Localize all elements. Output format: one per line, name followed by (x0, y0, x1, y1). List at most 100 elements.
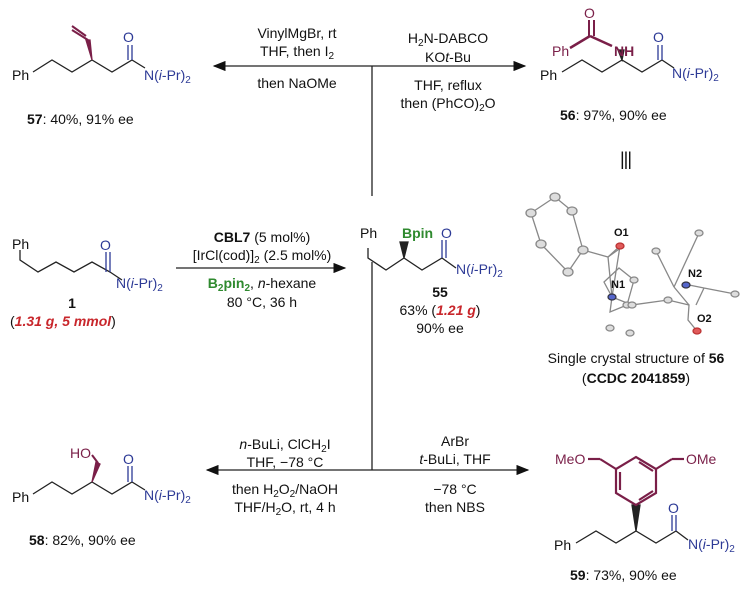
text: N( (456, 261, 471, 277)
text: /NaOH (295, 481, 339, 497)
text: -Pr) (689, 65, 714, 81)
crystal-caption: Single crystal structure of 56 (548, 351, 725, 365)
text: (2.5 mol%) (259, 247, 332, 263)
compound-58-label: 58: 82%, 90% ee (29, 533, 136, 547)
text: ( (10, 313, 15, 329)
atom-o: O (100, 237, 111, 253)
cond-main-boron: B2pin2, n-hexane (207, 275, 317, 294)
text: N( (144, 67, 159, 83)
arrow-bottom (205, 262, 530, 476)
subscript: 2 (217, 283, 224, 294)
text: n (257, 275, 266, 291)
cond-main-iridium: [IrCl(cod)]2 (2.5 mol%) (192, 247, 332, 266)
text: ) (475, 302, 481, 318)
crystal-label-o1: O1 (614, 227, 629, 239)
structure-1 (19, 250, 123, 281)
atom-o: O (123, 451, 134, 467)
compound-id: 58 (29, 532, 45, 548)
text: KO (425, 49, 446, 65)
atom-ho: HO (70, 445, 91, 461)
text: THF/H (234, 499, 276, 515)
cond-58-line4: THF/H2O, rt, 4 h (234, 499, 336, 518)
text: , (250, 275, 258, 291)
text: THF, then I (259, 43, 329, 59)
yield-ee: : 40%, 91% ee (42, 111, 134, 127)
text: ) (685, 370, 691, 386)
text: then (PhCO) (400, 95, 480, 111)
text: N-DABCO (423, 30, 489, 46)
text: -Pr) (161, 67, 186, 83)
cond-57-line1: VinylMgBr, rt (257, 25, 337, 41)
structure-55 (367, 240, 457, 271)
compound-56-label: 56: 97%, 90% ee (560, 108, 667, 122)
subscript: 2 (275, 507, 282, 518)
cond-59-line2: t-BuLi, THF (419, 452, 490, 466)
atom-ph: Ph (12, 67, 30, 83)
atom-ph: Ph (554, 537, 572, 553)
atom-ph: Ph (12, 489, 30, 505)
cond-56-line1: H2N-DABCO (408, 30, 489, 49)
compound-id: 59 (570, 567, 586, 583)
text: t (445, 49, 450, 65)
text: -Pr) (133, 275, 158, 291)
text: N( (672, 65, 687, 81)
text: Single crystal structure of (547, 350, 709, 366)
yield-ee: : 73%, 90% ee (585, 567, 677, 583)
atom-o: O (653, 29, 664, 45)
text: [IrCl(cod)] (192, 247, 255, 263)
atom-ph: Ph (12, 236, 30, 252)
text: -hexane (265, 275, 317, 291)
atom-meo: MeO (555, 451, 586, 467)
text: -Bu (449, 49, 471, 65)
compound-id: 57 (27, 111, 43, 127)
atom-amide-n: N(i-Pr)2 (672, 65, 719, 84)
compound-1-scale: (1.31 g, 5 mmol) (10, 314, 116, 328)
text: -BuLi, ClCH (247, 436, 322, 452)
text: t (419, 451, 424, 467)
text: -Pr) (473, 261, 498, 277)
text: O, rt, 4 h (281, 499, 336, 515)
atom-amide-n: N(i-Pr)2 (688, 536, 735, 555)
crystal-label-n2: N2 (688, 268, 703, 280)
crystal-structure-image (525, 192, 740, 337)
text: then H (231, 481, 274, 497)
cond-58-line1: n-BuLi, ClCH2I (239, 436, 330, 455)
yield-ee: : 82%, 90% ee (44, 532, 136, 548)
compound-55-yield: 63% (1.21 g) (400, 303, 481, 317)
atom-ph: Ph (360, 225, 378, 241)
subscript: 2 (254, 255, 260, 266)
arrow-top (212, 60, 527, 196)
ccdc-number: CCDC 2041859 (586, 370, 686, 386)
atom-o-benzoyl: O (584, 5, 595, 21)
catalyst-name: CBL7 (213, 229, 251, 245)
cond-main-catalyst: CBL7 (5 mol%) (214, 230, 310, 244)
subscript: 2 (273, 489, 279, 500)
text: O (484, 95, 496, 111)
atom-o: O (123, 29, 134, 45)
text: i (130, 275, 134, 291)
text: i (702, 536, 706, 552)
subscript: 2 (713, 73, 719, 84)
text: -Pr) (705, 536, 730, 552)
cond-main-temp: 80 °C, 36 h (226, 294, 298, 310)
yield-ee: : 97%, 90% ee (575, 107, 667, 123)
compound-55-ee: 90% ee (416, 320, 464, 336)
text: ) (111, 313, 116, 329)
subscript: 2 (497, 269, 503, 280)
text: ( (581, 370, 587, 386)
atom-nh: NH (614, 43, 635, 59)
subscript: 2 (321, 444, 327, 455)
structure-57 (32, 25, 146, 73)
compound-59-label: 59: 73%, 90% ee (570, 568, 677, 582)
atom-amide-n: N(i-Pr)2 (144, 487, 191, 506)
atom-ome: OMe (686, 451, 717, 467)
atom-o: O (668, 500, 679, 516)
structure-56 (561, 20, 675, 73)
cond-57-line3: then NaOMe (257, 75, 337, 91)
text: i (158, 487, 162, 503)
crystal-label-o2: O2 (697, 313, 712, 325)
cond-59-line3: −78 °C (433, 481, 477, 497)
text: B (207, 275, 218, 291)
atom-amide-n: N(i-Pr)2 (116, 275, 163, 294)
